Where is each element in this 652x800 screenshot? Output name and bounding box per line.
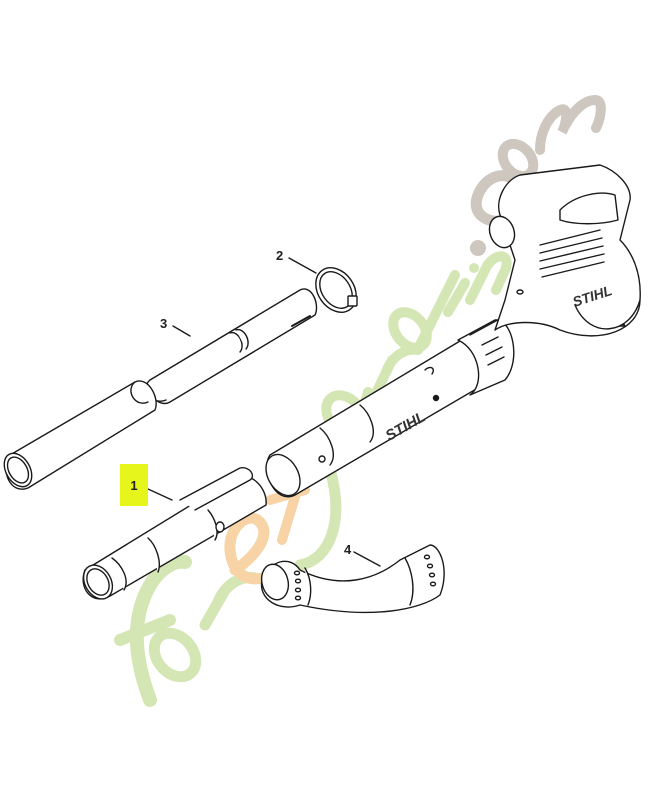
callout-part-1[interactable]: 1 [120,464,148,506]
part-2-hose-clamp [315,267,358,313]
blower-body [488,164,641,337]
leader-lines [147,257,381,567]
blower-main-tube [265,315,515,498]
callout-number-1: 1 [130,477,138,493]
callout-part-3[interactable]: 3 [160,316,168,331]
part-3-extension-tube [3,288,318,490]
part-4-curved-nozzle [260,544,445,614]
part-1-nozzle-tube [82,467,267,600]
callout-part-4[interactable]: 4 [344,542,352,557]
callout-part-2[interactable]: 2 [276,248,284,263]
